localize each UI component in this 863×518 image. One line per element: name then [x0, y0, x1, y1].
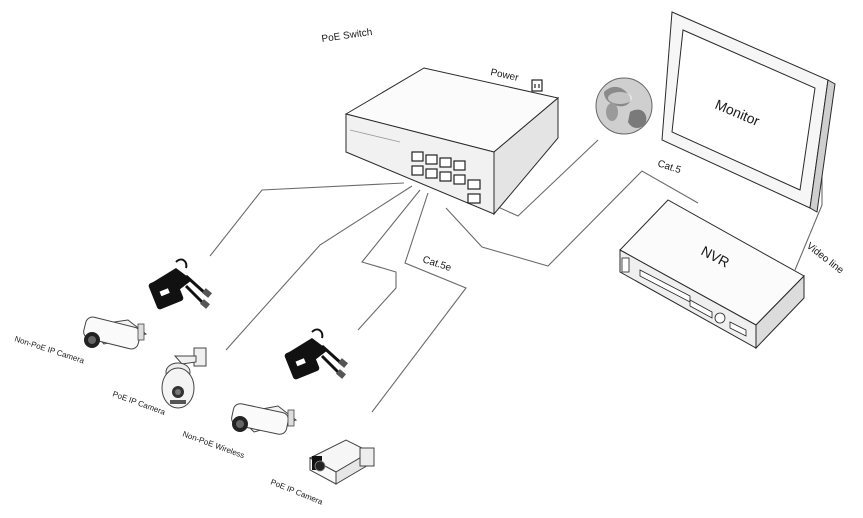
- non-poe-ip-camera-label: Non-PoE IP Camera: [13, 334, 86, 365]
- poe-injector-icon: [284, 328, 348, 380]
- non-poe-wireless-label: Non-PoE Wireless: [181, 429, 245, 460]
- poe-ip-camera-dome-label: PoE IP Camera: [111, 389, 167, 417]
- switch-ports: [349, 129, 481, 204]
- video-line-label: Video line: [804, 241, 846, 277]
- globe-icon: [595, 77, 653, 135]
- cable-switch-to-injector-2: [357, 189, 421, 331]
- cable-switch-to-bullet: [371, 192, 467, 413]
- bullet-camera-icon: [308, 439, 375, 485]
- cable-switch-to-nvr: [445, 170, 699, 267]
- bullet-camera-icon: [231, 403, 298, 435]
- dome-camera-icon: [161, 347, 207, 409]
- poe-injector-icon: [148, 258, 212, 310]
- bullet-camera-icon: [83, 316, 148, 350]
- cable-switch-to-dome: [225, 185, 413, 351]
- cable-switch-to-globe: [497, 139, 599, 217]
- poe-switch: PoE Switch Power: [321, 27, 560, 216]
- poe-ip-camera-bullet-label: PoE IP Camera: [269, 478, 324, 507]
- nvr: NVR: [619, 199, 805, 350]
- power-label: Power: [489, 67, 520, 84]
- cat5-label: Cat.5: [656, 158, 683, 176]
- poe-switch-label: PoE Switch: [321, 27, 373, 45]
- power-plug-icon: [531, 79, 543, 92]
- cable-switch-to-injector-1: [209, 182, 405, 257]
- monitor: Monitor: [661, 11, 836, 213]
